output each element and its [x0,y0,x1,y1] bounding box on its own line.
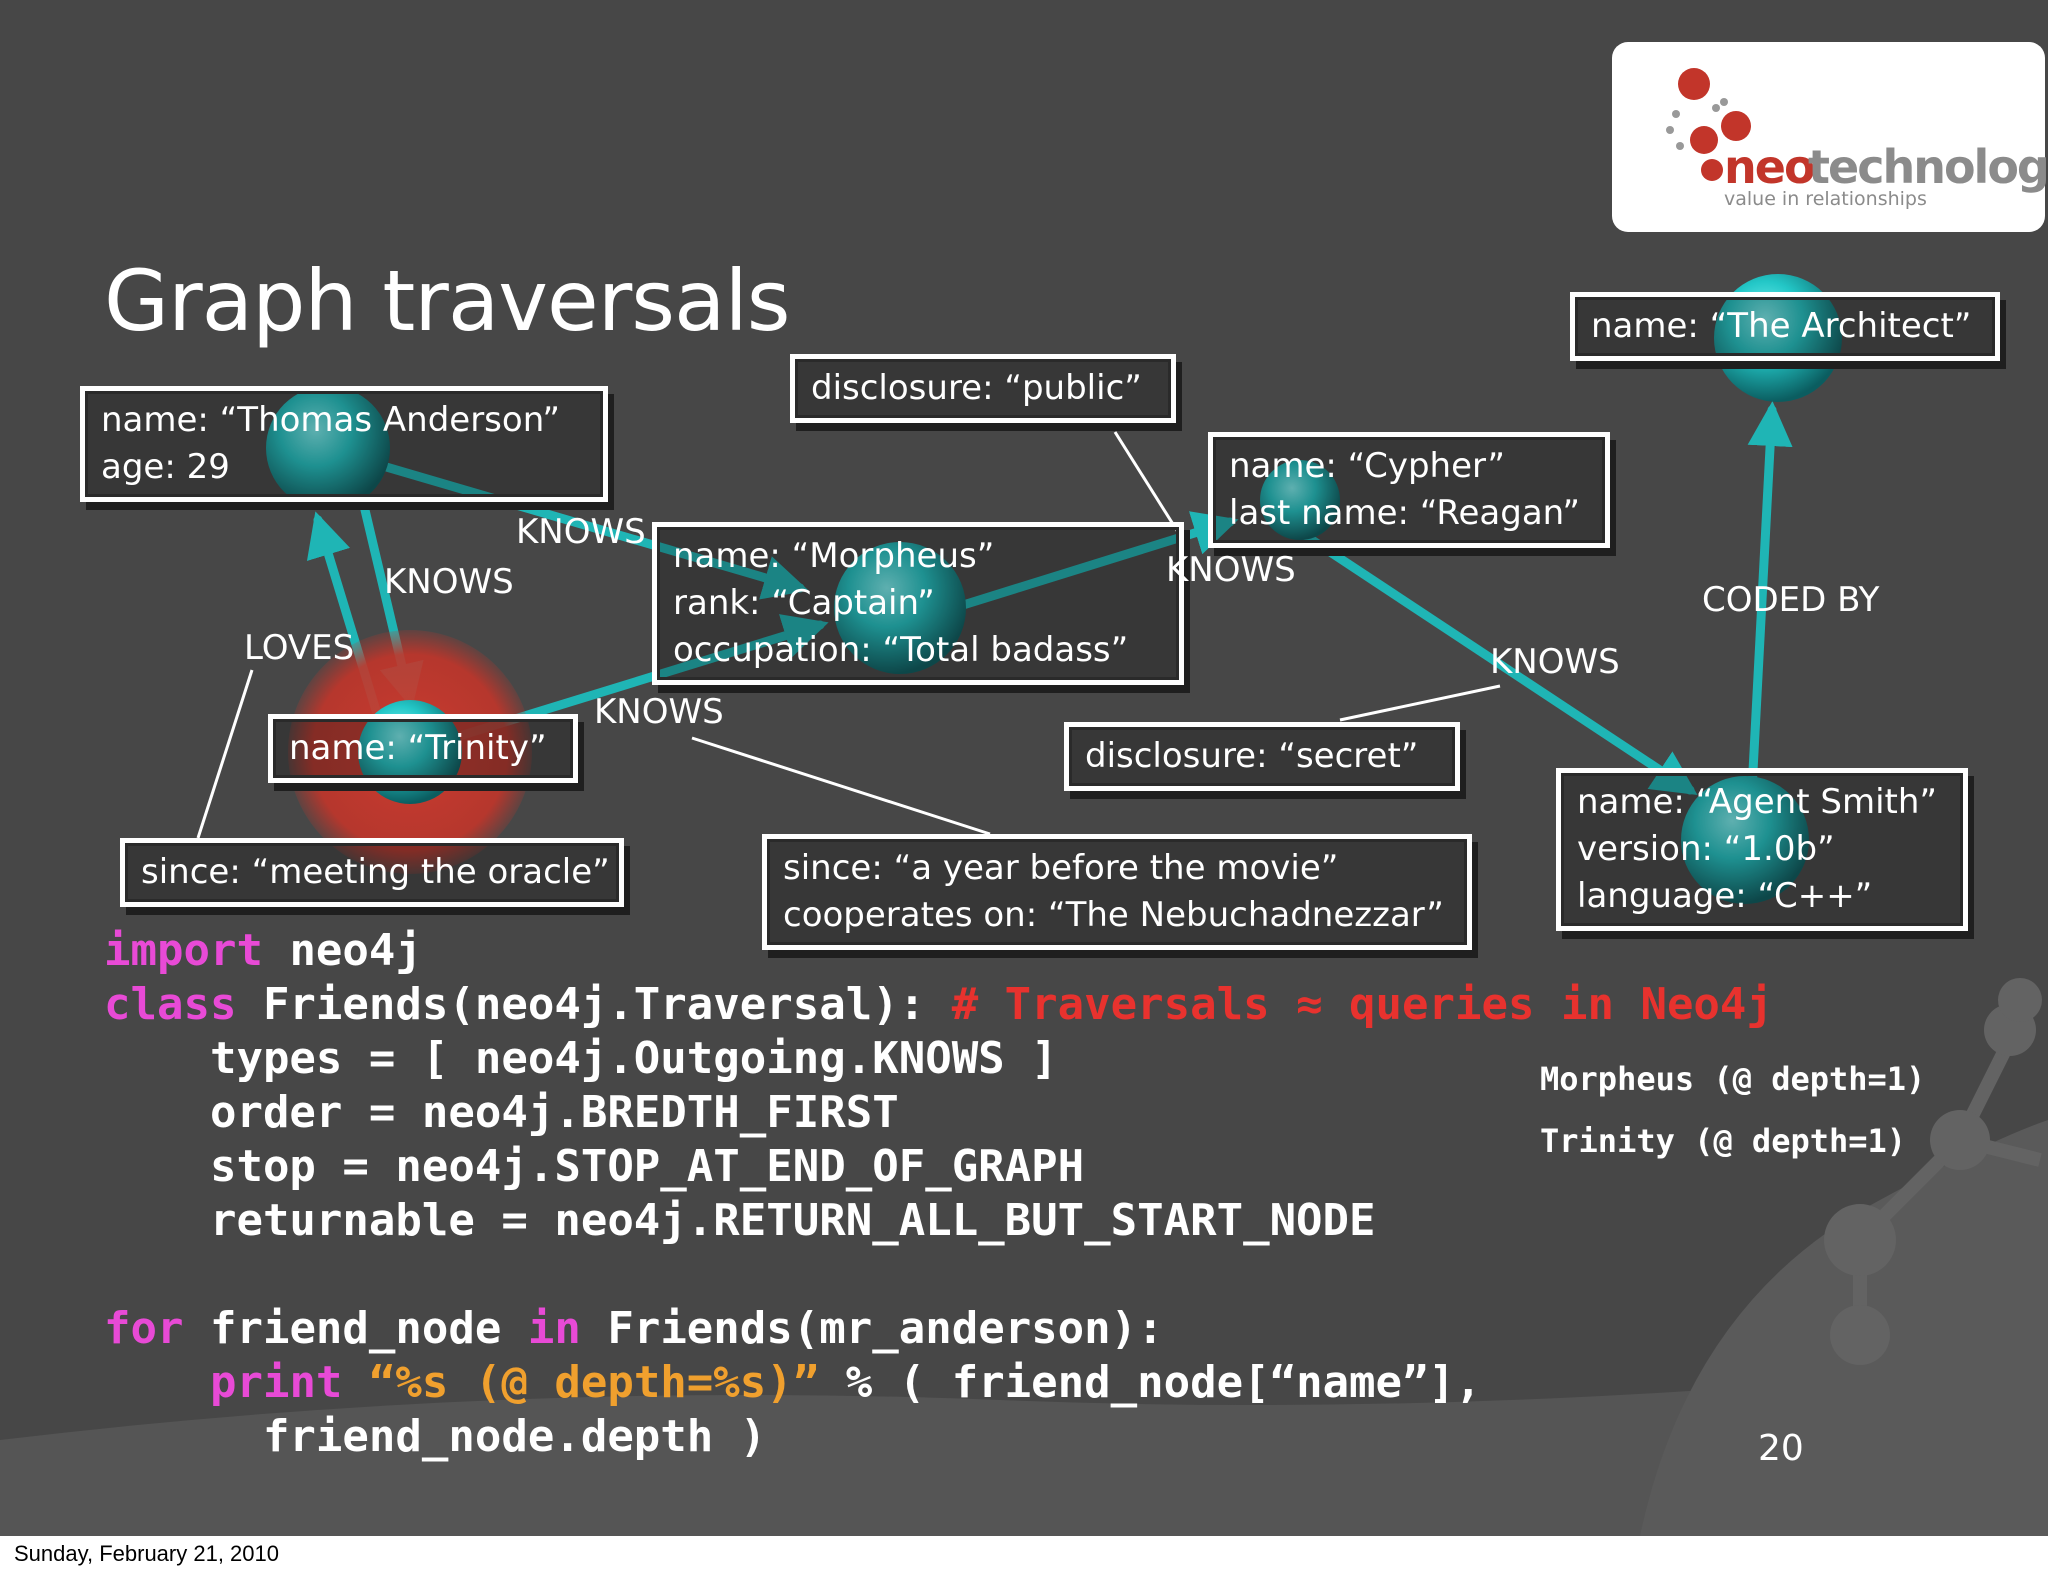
morpheus-name: name: “Morpheus” [673,536,995,576]
node-thomas [266,386,390,510]
code-text: Friends(mr_anderson): [580,1303,1164,1354]
code-string: “%s (@ depth=%s)” [342,1357,820,1408]
property-since-oracle: since: “meeting the oracle” [120,838,624,907]
logo-technology-text: technology [1808,140,2048,194]
code-keyword: import [104,925,263,976]
cypher-last-name: last name: “Reagan” [1229,493,1580,533]
logo-dots-icon [1666,68,1751,181]
label-coded-by: CODED BY [1702,580,1880,620]
architect-name: name: “The Architect” [1591,306,1972,346]
node-label-trinity: name: “Trinity” [268,714,578,783]
label-knows-thomas-trinity: KNOWS [384,562,514,602]
background-decoration [0,978,2048,1536]
label-knows-morpheus-cypher: KNOWS [1166,550,1296,590]
footer-date: Sunday, February 21, 2010 [14,1541,279,1566]
traversal-output: Morpheus (@ depth=1) Trinity (@ depth=1) [1540,1048,1925,1172]
code-line-2: class Friends(neo4j.Traversal): # Traver… [104,978,1773,1032]
cypher-name: name: “Cypher” [1229,446,1506,486]
output-line-2: Trinity (@ depth=1) [1540,1122,1907,1160]
edge-smith-coded-by-architect [1747,401,1793,795]
code-line-3: types = [ neo4j.Outgoing.KNOWS ] [104,1033,1058,1084]
code-indent [104,1357,210,1408]
code-line-5: stop = neo4j.STOP_AT_END_OF_GRAPH [104,1141,1085,1192]
code-line-blank [104,1248,1773,1302]
label-knows-thomas-morpheus: KNOWS [516,512,646,552]
property-disclosure-secret: disclosure: “secret” [1064,722,1460,791]
smith-version: version: “1.0b” [1577,829,1835,869]
output-line-1: Morpheus (@ depth=1) [1540,1060,1926,1098]
code-text: neo4j [262,925,422,976]
smith-name: name: “Agent Smith” [1577,782,1938,822]
edge-thomas-knows-morpheus [330,447,809,600]
logo-neo-text: neo [1724,140,1816,194]
code-keyword: class [104,979,237,1030]
label-knows-trinity-morpheus: KNOWS [594,692,724,732]
code-keyword: in [527,1303,581,1354]
trinity-name: name: “Trinity” [289,728,547,768]
edge-cypher-knows-smith [1295,527,1698,795]
graph-nodes [266,274,1842,904]
edge-morpheus-knows-cypher [955,511,1239,611]
morpheus-occupation: occupation: “Total badass” [673,630,1129,670]
code-line-8: for friend_node in Friends(mr_anderson): [104,1302,1773,1356]
node-label-architect: name: “The Architect” [1570,292,2000,361]
movie-cooperates: cooperates on: “The Nebuchadnezzar” [783,895,1444,935]
slide-title: Graph traversals [104,252,791,350]
node-label-morpheus: name: “Morpheus” rank: “Captain” occupatio… [652,522,1184,685]
code-line-10: friend_node.depth ) [104,1411,767,1462]
neotechnology-logo: neo technology value in relationships [1612,42,2048,232]
node-architect [1714,274,1842,402]
logo-tagline: value in relationships [1724,188,1927,210]
node-label-smith: name: “Agent Smith” version: “1.0b” langua… [1556,768,1968,931]
node-morpheus [834,542,966,674]
graph-diagram [196,274,1842,904]
movie-since: since: “a year before the movie” [783,848,1339,888]
slide: neo technology value in relationships Gr… [0,0,2048,1536]
label-loves: LOVES [244,628,355,668]
node-label-cypher: name: “Cypher” last name: “Reagan” [1208,432,1610,548]
code-line-6: returnable = neo4j.RETURN_ALL_BUT_START_… [104,1195,1376,1246]
code-text: friend_node [183,1303,528,1354]
smith-language: language: “C++” [1577,876,1873,916]
thomas-name: name: “Thomas Anderson” [101,400,560,440]
node-cypher [1260,460,1340,540]
thomas-age: age: 29 [101,447,230,487]
code-comment: # Traversals ≈ queries in Neo4j [951,979,1773,1030]
node-label-thomas: name: “Thomas Anderson” age: 29 [80,386,608,502]
node-smith [1681,776,1809,904]
code-line-1: import neo4j [104,924,1773,978]
property-connectors [196,431,1501,839]
label-knows-cypher-smith: KNOWS [1490,642,1620,682]
property-disclosure-public: disclosure: “public” [790,354,1176,423]
property-since-movie: since: “a year before the movie” cooperat… [762,834,1472,950]
code-text: % ( friend_node[“name”], [819,1357,1482,1408]
code-line-4: order = neo4j.BREDTH_FIRST [104,1087,899,1138]
code-keyword: print [209,1357,343,1408]
morpheus-rank: rank: “Captain” [673,583,935,623]
code-keyword: for [104,1303,184,1354]
code-line-9: print “%s (@ depth=%s)” % ( friend_node[… [104,1356,1773,1410]
page-number: 20 [1758,1428,1804,1469]
code-text: Friends(neo4j.Traversal): [236,979,952,1030]
